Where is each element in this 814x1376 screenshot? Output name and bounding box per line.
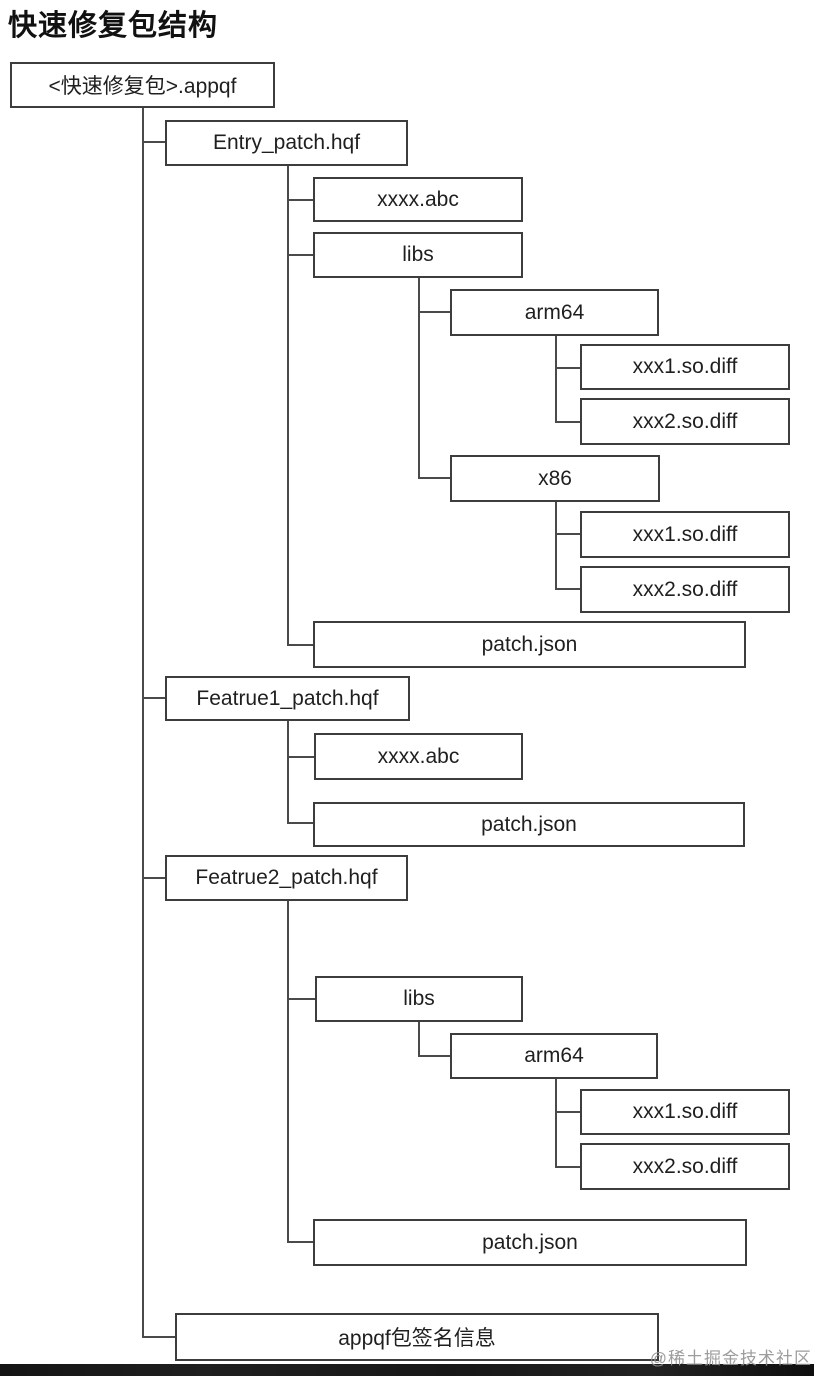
connector-stub-featrue2-arm64 xyxy=(418,1055,450,1057)
connector-stub-entry-arm64 xyxy=(418,311,450,313)
connector-stub-featrue1 xyxy=(142,697,165,699)
node-entry-arm64-xxx1: xxx1.so.diff xyxy=(580,344,790,390)
juejin-watermark: @稀土掘金技术社区 xyxy=(649,1349,812,1368)
node-featrue2-arm64-xxx2: xxx2.so.diff xyxy=(580,1143,790,1190)
node-root-appqf: <快速修复包>.appqf xyxy=(10,62,275,108)
connector-stub-entry-abc xyxy=(287,199,313,201)
connector-trunk-featrue1 xyxy=(287,721,289,824)
connector-stub-featrue2-arm64-xxx2 xyxy=(555,1166,580,1168)
diagram-title: 快速修复包结构 xyxy=(8,10,219,42)
node-featrue1-xxxx-abc: xxxx.abc xyxy=(314,733,523,780)
node-entry-x86-xxx1: xxx1.so.diff xyxy=(580,511,790,558)
node-entry-libs: libs xyxy=(313,232,523,278)
connector-trunk-entry xyxy=(287,166,289,646)
node-entry-x86-xxx2: xxx2.so.diff xyxy=(580,566,790,613)
node-featrue2-arm64-xxx1: xxx1.so.diff xyxy=(580,1089,790,1135)
node-appqf-signature: appqf包签名信息 xyxy=(175,1313,659,1361)
connector-trunk-featrue2 xyxy=(287,901,289,1243)
connector-stub-entry-x86-xxx1 xyxy=(555,533,580,535)
connector-stub-featrue2-libs xyxy=(287,998,315,1000)
node-entry-patch-json: patch.json xyxy=(313,621,746,668)
node-featrue2-libs: libs xyxy=(315,976,523,1022)
connector-stub-signature xyxy=(142,1336,175,1338)
connector-stub-entry-x86-xxx2 xyxy=(555,588,580,590)
node-featrue2-patch-hqf: Featrue2_patch.hqf xyxy=(165,855,408,901)
connector-trunk-featrue2-arm64 xyxy=(555,1079,557,1168)
connector-stub-featrue1-abc xyxy=(287,756,314,758)
footer-dark-bar xyxy=(0,1364,814,1376)
node-featrue1-patch-hqf: Featrue1_patch.hqf xyxy=(165,676,410,721)
connector-trunk-entry-arm64 xyxy=(555,336,557,423)
connector-stub-featrue2 xyxy=(142,877,165,879)
node-featrue2-patch-json: patch.json xyxy=(313,1219,747,1266)
connector-stub-featrue2-arm64-xxx1 xyxy=(555,1111,580,1113)
connector-stub-entry-arm64-xxx2 xyxy=(555,421,580,423)
node-entry-patch-hqf: Entry_patch.hqf xyxy=(165,120,408,166)
connector-stub-entry-x86 xyxy=(418,477,450,479)
node-entry-arm64-xxx2: xxx2.so.diff xyxy=(580,398,790,445)
node-entry-xxxx-abc: xxxx.abc xyxy=(313,177,523,222)
node-entry-x86: x86 xyxy=(450,455,660,502)
connector-stub-entry-libs xyxy=(287,254,313,256)
node-featrue1-patch-json: patch.json xyxy=(313,802,745,847)
connector-stub-entry-patchjson xyxy=(287,644,313,646)
connector-trunk-entry-libs xyxy=(418,278,420,479)
connector-trunk-root xyxy=(142,108,144,1338)
connector-stub-featrue1-patchjson xyxy=(287,822,313,824)
connector-stub-featrue2-patchjson xyxy=(287,1241,313,1243)
connector-stub-entry xyxy=(142,141,165,143)
node-entry-arm64: arm64 xyxy=(450,289,659,336)
node-featrue2-arm64: arm64 xyxy=(450,1033,658,1079)
connector-trunk-featrue2-libs xyxy=(418,1022,420,1057)
connector-trunk-entry-x86 xyxy=(555,502,557,590)
connector-stub-entry-arm64-xxx1 xyxy=(555,367,580,369)
